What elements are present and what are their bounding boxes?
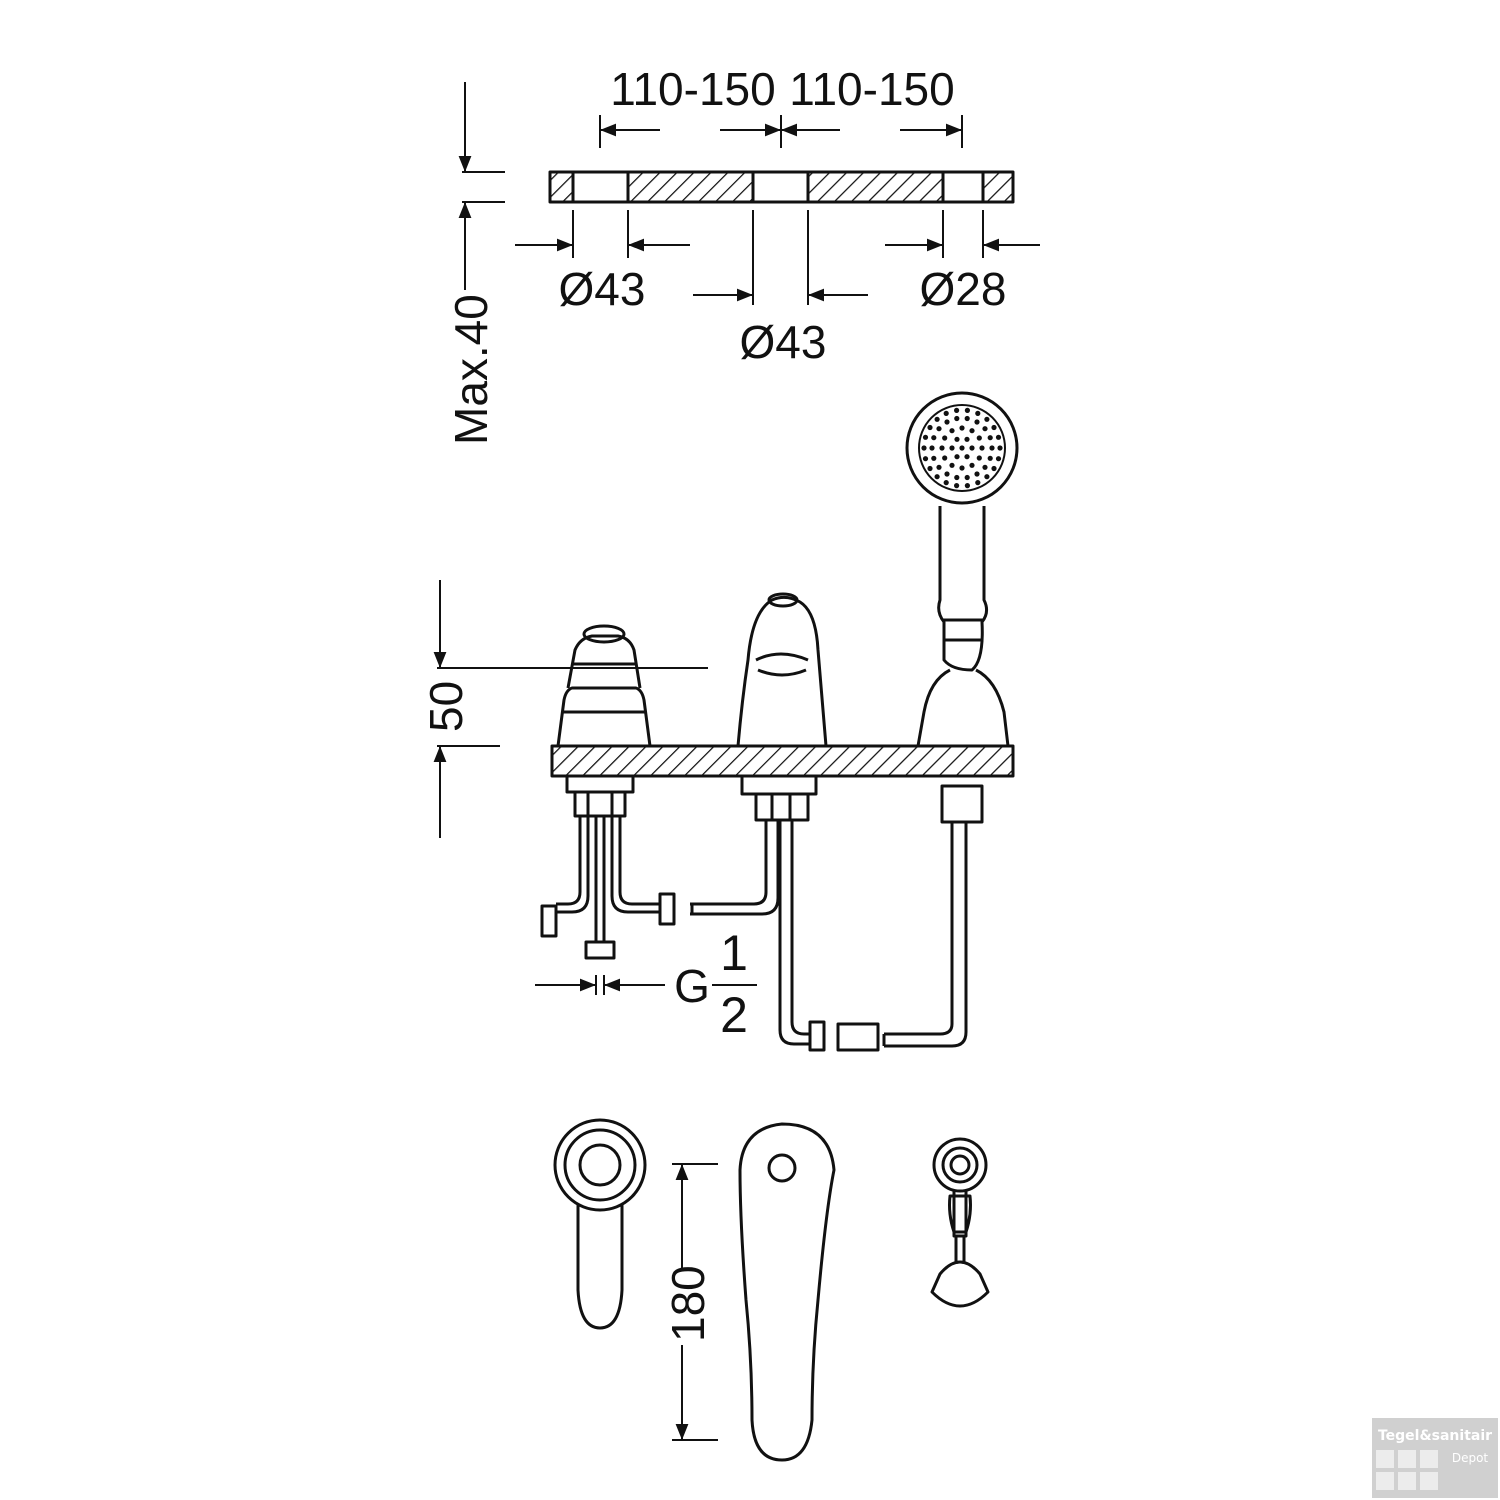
spout-plumbing xyxy=(690,774,826,1052)
nozzle-dot xyxy=(954,436,960,442)
nozzle-dot xyxy=(976,455,982,461)
nozzle-dot xyxy=(969,445,975,451)
front-view: 50 xyxy=(420,391,1019,1052)
nozzle-dot xyxy=(954,407,960,413)
hole-left-diameter: Ø43 xyxy=(559,263,646,315)
shower-holder-plan xyxy=(930,1137,990,1308)
nozzle-dot xyxy=(995,434,1002,440)
valve-handle-plan xyxy=(553,1118,647,1330)
nozzle-dot xyxy=(964,474,970,481)
nozzle-dot xyxy=(949,462,955,468)
nozzle-dot xyxy=(931,435,937,441)
nozzle-dot xyxy=(959,425,965,431)
nozzle-dot xyxy=(943,410,949,416)
nozzle-dot xyxy=(927,465,933,472)
nozzle-dot xyxy=(921,445,927,451)
nozzle-dot xyxy=(964,407,971,413)
tile-icon xyxy=(1420,1450,1438,1468)
nozzle-dot xyxy=(975,410,981,416)
hole-right-diameter: Ø28 xyxy=(920,263,1007,315)
connection-denominator: 2 xyxy=(720,987,748,1043)
nozzle-dot xyxy=(969,428,975,434)
deck-cutout-view: 110-150 110-150 Ø43 Ø43 Ø28 xyxy=(445,63,1040,445)
nozzle-dot xyxy=(929,445,935,451)
spacing-right-label: 110-150 xyxy=(789,63,954,115)
watermark-logo: Tegel&sanitair Depot xyxy=(1372,1418,1498,1498)
deck-hatch-4 xyxy=(983,172,1013,202)
nozzle-dot xyxy=(954,474,960,481)
nozzle-dot xyxy=(964,436,970,442)
nozzle-dot xyxy=(936,426,942,432)
nozzle-dot xyxy=(964,483,971,489)
deck-thickness-label: Max.40 xyxy=(445,294,497,445)
nozzle-dot xyxy=(954,415,960,422)
hand-shower-front xyxy=(905,391,1019,748)
nozzle-dot xyxy=(934,474,940,480)
nozzle-dot xyxy=(922,434,929,440)
tile-icon xyxy=(1420,1472,1438,1490)
spout-plan xyxy=(738,1122,836,1462)
nozzle-dot xyxy=(995,456,1002,462)
valve-plumbing xyxy=(540,774,676,960)
nozzle-dot xyxy=(964,415,970,422)
nozzle-dot xyxy=(931,455,937,461)
nozzle-dot xyxy=(969,462,975,468)
nozzle-dot xyxy=(976,435,982,441)
nozzle-dot xyxy=(991,465,997,472)
nozzle-dot xyxy=(964,454,970,460)
nozzle-dot xyxy=(942,435,948,441)
hole-center-diameter: Ø43 xyxy=(740,316,827,368)
nozzle-dot xyxy=(975,480,981,486)
drop-icon xyxy=(1376,1450,1394,1468)
nozzle-dot xyxy=(942,455,948,461)
nozzle-dot xyxy=(934,416,940,422)
nozzle-dot xyxy=(989,445,995,451)
connection-prefix: G xyxy=(674,960,710,1012)
nozzle-dot xyxy=(991,424,997,431)
tile-icon xyxy=(1398,1450,1416,1468)
nozzle-dot xyxy=(987,435,993,441)
shower-nozzles xyxy=(921,407,1003,489)
nozzle-dot xyxy=(987,455,993,461)
nozzle-dot xyxy=(927,424,933,431)
spout-front xyxy=(736,592,828,747)
nozzle-dot xyxy=(997,445,1003,451)
spacing-left-label: 110-150 xyxy=(610,63,775,115)
tile-icon xyxy=(1376,1472,1394,1490)
deck-slab-hatch xyxy=(552,746,1013,776)
deck-hatch-1 xyxy=(550,172,573,202)
nozzle-dot xyxy=(936,464,942,470)
nozzle-dot xyxy=(984,416,990,422)
nozzle-dot xyxy=(982,464,988,470)
plan-view: 180 xyxy=(553,1118,990,1462)
nozzle-dot xyxy=(944,471,950,477)
nozzle-dot xyxy=(982,426,988,432)
shower-hose-plumbing xyxy=(836,784,984,1052)
connection-numerator: 1 xyxy=(720,925,748,981)
nozzle-dot xyxy=(959,465,965,471)
nozzle-dot xyxy=(949,445,955,451)
nozzle-dot xyxy=(959,445,965,451)
valve-handle-front xyxy=(556,624,652,747)
nozzle-dot xyxy=(974,471,980,477)
nozzle-dot xyxy=(943,480,949,486)
nozzle-dot xyxy=(974,419,980,425)
nozzle-dot xyxy=(949,428,955,434)
nozzle-dot xyxy=(939,445,945,451)
nozzle-dot xyxy=(979,445,985,451)
nozzle-dot xyxy=(922,456,929,462)
nozzle-dot xyxy=(944,419,950,425)
nozzle-dot xyxy=(984,474,990,480)
nozzle-dot xyxy=(954,454,960,460)
watermark-subtitle: Depot xyxy=(1452,1451,1489,1465)
deck-hatch-2 xyxy=(628,172,753,202)
deck-hatch-3 xyxy=(808,172,943,202)
watermark-title: Tegel&sanitair xyxy=(1378,1428,1492,1444)
nozzle-dot xyxy=(954,483,960,489)
tile-icon xyxy=(1398,1472,1416,1490)
spout-length-label: 180 xyxy=(662,1265,714,1342)
handle-height-label: 50 xyxy=(420,681,472,732)
